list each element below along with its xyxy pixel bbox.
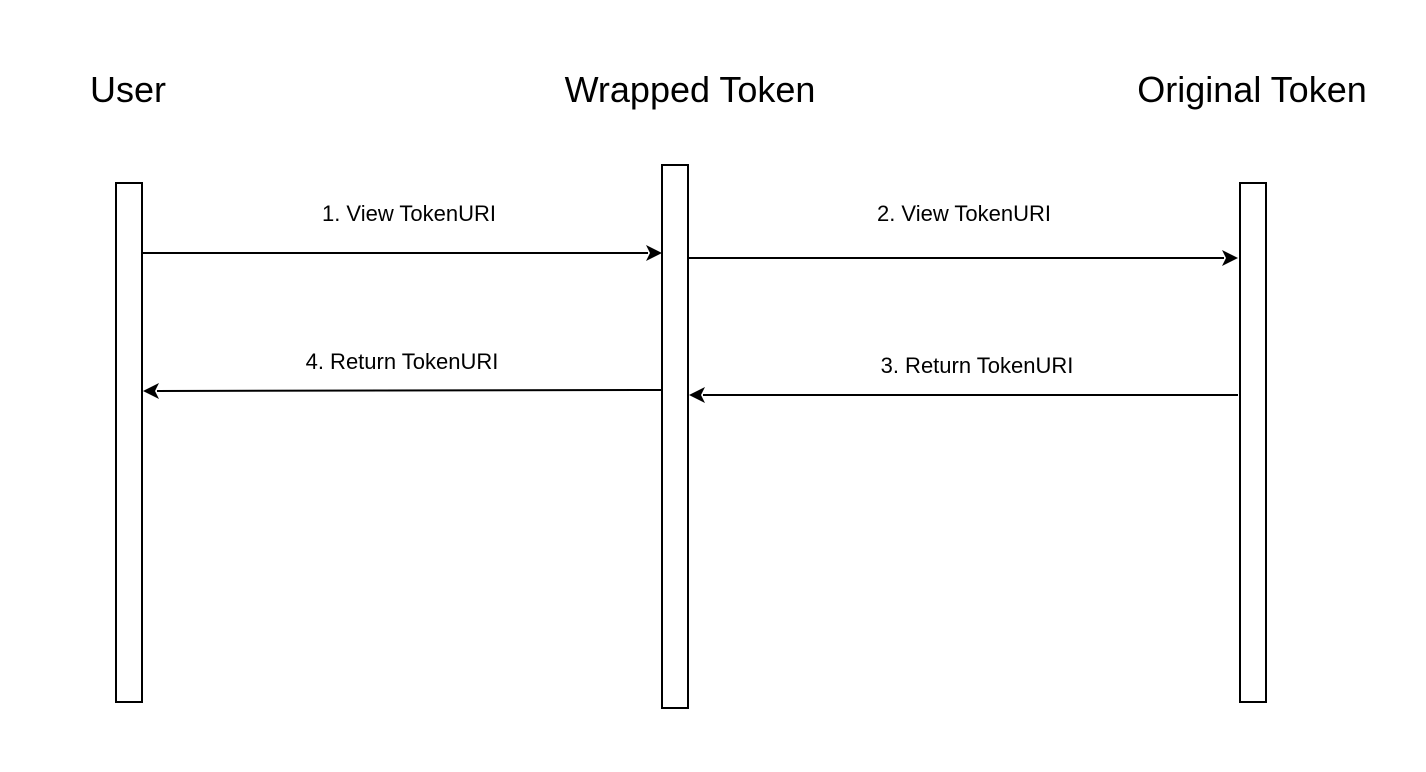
- lifeline-wrapped-token: [661, 164, 689, 709]
- participant-label-original-token: Original Token: [1137, 69, 1366, 110]
- message-3-arrowhead: [689, 387, 705, 403]
- message-2-arrowhead: [1222, 250, 1238, 266]
- message-2-label: 2. View TokenURI: [877, 201, 1051, 226]
- message-3: 3. Return TokenURI: [689, 353, 1238, 403]
- message-1-arrowhead: [646, 245, 662, 261]
- participant-label-user: User: [90, 69, 166, 110]
- message-2: 2. View TokenURI: [689, 201, 1238, 266]
- message-1-label: 1. View TokenURI: [322, 201, 496, 226]
- message-4-line: [156, 389, 662, 392]
- participant-label-wrapped-token: Wrapped Token: [565, 69, 816, 110]
- lifeline-user: [115, 182, 143, 703]
- message-3-label: 3. Return TokenURI: [881, 353, 1074, 378]
- message-1: 1. View TokenURI: [143, 201, 662, 261]
- message-4-label: 4. Return TokenURI: [306, 349, 499, 374]
- message-4-arrowhead: [143, 383, 159, 399]
- lifeline-original-token: [1239, 182, 1267, 703]
- message-4: 4. Return TokenURI: [143, 349, 662, 399]
